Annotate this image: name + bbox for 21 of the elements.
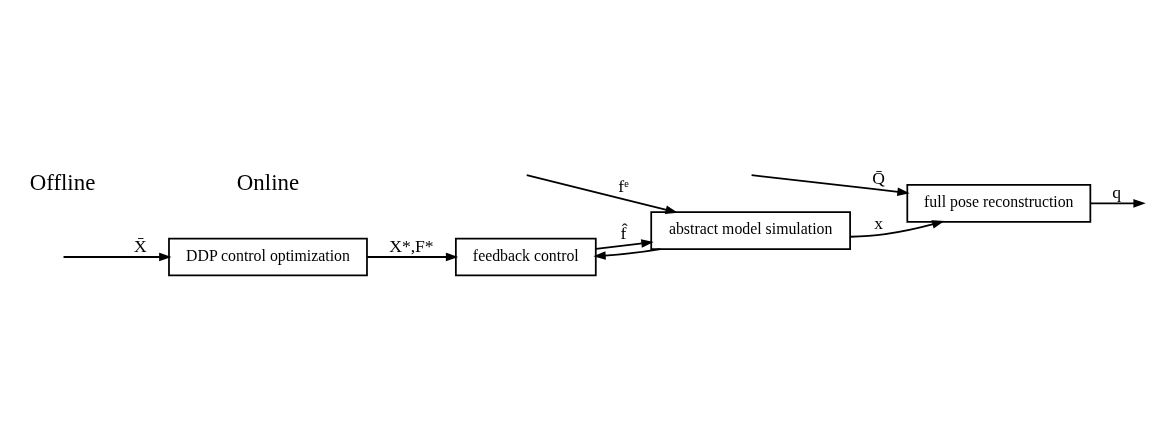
edge-label: f̂ [620, 222, 627, 243]
edge-label: Q̄ [872, 167, 886, 188]
edge-label: q [1112, 181, 1122, 202]
node-box: abstract model simulation [650, 210, 851, 250]
arrow [849, 219, 945, 238]
node-box: feedback control [455, 237, 597, 276]
arrow [62, 252, 172, 261]
arrow [595, 238, 654, 250]
arrow [366, 252, 459, 261]
arrow [593, 247, 662, 260]
arrow [1089, 198, 1146, 208]
label: Offline [29, 169, 96, 194]
edge-label: X̄ [134, 235, 147, 256]
arrow [525, 173, 678, 214]
arrow [750, 173, 910, 196]
label: Online [236, 169, 300, 194]
edge-label: X*,F* [389, 235, 434, 256]
node-box: full pose reconstruction [906, 183, 1092, 223]
node-box: DDP control optimization [168, 237, 368, 276]
edge-label: fᵉ [618, 175, 629, 196]
edge-label: x [874, 212, 884, 233]
